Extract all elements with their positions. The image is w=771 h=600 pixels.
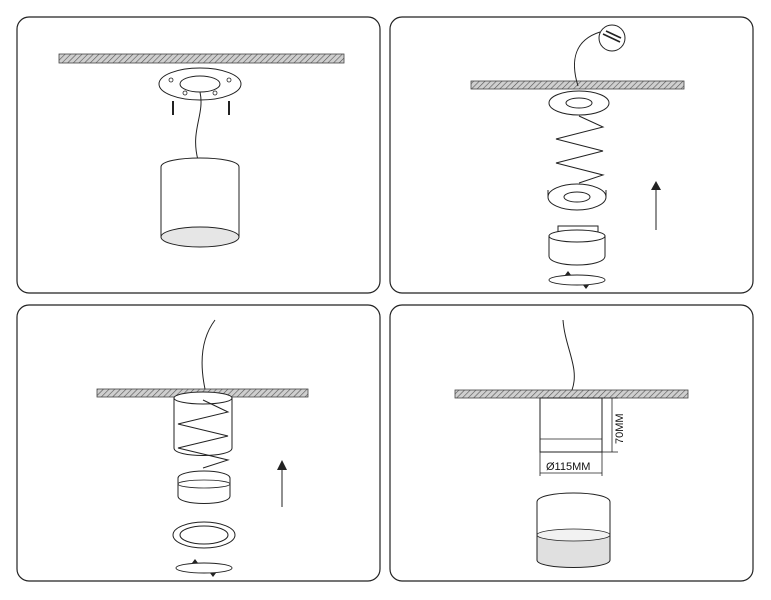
mounting-ring [177, 470, 231, 504]
lamp-body [160, 157, 240, 248]
wire-connector-detail [598, 24, 626, 52]
trim-ring [172, 521, 236, 549]
panel-step-4: 70MM Ø115MM [389, 304, 754, 582]
ceiling [58, 53, 345, 64]
installed-lamp [539, 397, 603, 453]
spring [177, 399, 230, 469]
screws [172, 101, 230, 115]
rotate-arrow-icon [175, 559, 233, 577]
power-cable [201, 319, 216, 390]
rotate-arrow-icon [548, 271, 606, 289]
up-arrow-icon [277, 460, 287, 507]
height-dimension: 70MM [602, 397, 626, 453]
panel-border [16, 16, 381, 294]
up-arrow-icon [651, 181, 661, 230]
mounting-plate [548, 90, 610, 116]
diameter-dimension: Ø115MM [539, 452, 603, 476]
mounting-ring [547, 183, 607, 211]
lamp-body [536, 492, 611, 568]
panel-step-3 [16, 304, 381, 582]
height-label: 70MM [614, 413, 626, 444]
diameter-label: Ø115MM [546, 461, 590, 473]
ceiling [454, 389, 689, 399]
power-cable [562, 319, 575, 391]
power-cable [574, 31, 601, 87]
panel-step-1 [16, 16, 381, 294]
spring [555, 115, 605, 184]
panel-step-2 [389, 16, 754, 294]
lamp-housing [173, 391, 233, 456]
mounting-plate [158, 67, 242, 101]
lamp-module [548, 225, 606, 266]
power-cable [195, 91, 202, 161]
